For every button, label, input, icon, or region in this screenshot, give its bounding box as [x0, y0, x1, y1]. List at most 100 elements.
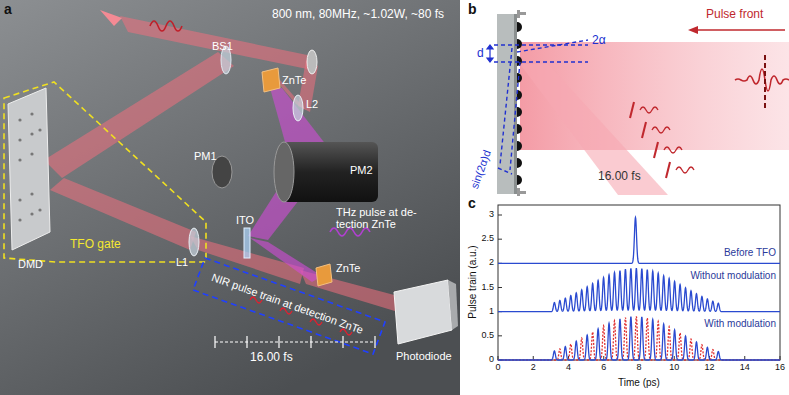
- geometry-lines: [517, 40, 588, 52]
- laser-beam: [44, 16, 398, 312]
- pulse-front-arrow: [688, 26, 785, 34]
- pulse-train-outline: [193, 258, 385, 354]
- parabolic-mirror: [274, 142, 294, 202]
- dimension-label: sin(2α)d: [468, 148, 493, 190]
- reflected-pulses: [664, 147, 682, 153]
- component-label: L1: [176, 256, 188, 268]
- component-label: BS1: [212, 40, 233, 52]
- dmd-device: [30, 132, 33, 135]
- spacing-ticks: [342, 336, 343, 348]
- tick-label: 10: [669, 363, 679, 373]
- micromirror: [517, 175, 522, 185]
- dmd-slab: [497, 10, 526, 196]
- micromirror: [517, 107, 522, 117]
- tick-label: 0: [489, 355, 494, 365]
- dmd-device: [18, 138, 21, 141]
- direction-label: Pulse front: [706, 8, 763, 21]
- pulse: [735, 69, 789, 91]
- photodiode: [394, 280, 452, 344]
- axis-ticks: [498, 215, 502, 216]
- tick-label: 0.5: [481, 331, 494, 341]
- beam: [520, 42, 789, 195]
- ito-plate: [244, 228, 250, 258]
- tick-label: 6: [601, 363, 606, 373]
- pulse-front-arrow: [688, 26, 698, 34]
- plot-curves: [498, 317, 780, 360]
- input-arrow: [100, 10, 122, 26]
- group-label: TFO gate: [70, 238, 121, 251]
- plot-curves: [498, 268, 780, 311]
- tick-label: 1: [489, 307, 494, 317]
- component-label: DMD: [18, 258, 43, 270]
- tick-label: 8: [636, 363, 641, 373]
- dmd-device: [38, 128, 41, 131]
- axis-ticks: [498, 215, 780, 360]
- lens: [293, 95, 303, 121]
- spacing-ticks: [215, 336, 375, 348]
- curve-label: With modulation: [704, 318, 776, 329]
- spacing-arrows: [215, 341, 375, 342]
- tick-label: 3: [489, 210, 494, 220]
- znte-crystal: [316, 264, 332, 286]
- parabolic-mirror: [282, 142, 378, 202]
- photodiode: [394, 280, 458, 344]
- micromirror: [517, 124, 522, 134]
- znte-crystal: [262, 68, 280, 92]
- tfo-gate-outline: [4, 82, 206, 262]
- dmd-device: [30, 212, 33, 215]
- micromirror: [517, 39, 522, 49]
- spacing-label: 16.00 fs: [598, 170, 641, 183]
- axis-ticks: [498, 287, 502, 288]
- panel-letter: c: [468, 196, 476, 211]
- reflected-pulses: [652, 127, 670, 133]
- reflected-pulses: [640, 107, 658, 113]
- component-label: Photodiode: [396, 350, 452, 362]
- pulse-front-arrow: [694, 29, 785, 30]
- dmd-device: [30, 112, 33, 115]
- dmd-slab: [520, 191, 526, 194]
- axis-title: Pulse train (a.u.): [467, 245, 478, 318]
- mirror: [307, 50, 317, 74]
- reflected-pulses: [676, 167, 694, 173]
- pulse: [764, 55, 766, 110]
- dmd-slab: [520, 12, 526, 15]
- dmd-device: [18, 158, 21, 161]
- reflected-pulses: [642, 122, 646, 138]
- component-label: ZnTe: [282, 74, 306, 86]
- geometry-lines: [494, 40, 588, 174]
- beam-label: THz pulse at de- tection ZnTe: [336, 206, 436, 230]
- dmd-device: [18, 218, 21, 221]
- spacing-label: 16.00 fs: [250, 351, 293, 364]
- dmd-device: [18, 112, 41, 221]
- beam: [520, 64, 668, 195]
- reflected-pulses: [654, 142, 658, 158]
- mirror: [307, 50, 317, 74]
- micromirror: [517, 22, 522, 185]
- tick-label: 12: [704, 363, 714, 373]
- input-arrow: [150, 21, 182, 31]
- spacing-ticks: [374, 336, 375, 348]
- tick-label: 1.5: [481, 283, 494, 293]
- angle-label: 2α: [592, 34, 606, 47]
- geometry-lines: [510, 62, 520, 170]
- laser-beam: [44, 52, 234, 178]
- dmd-slab: [517, 10, 520, 18]
- dmd-slab: [497, 14, 517, 194]
- plot-curves: [498, 317, 780, 360]
- panel-background: [0, 0, 460, 395]
- tick-label: 2.5: [481, 234, 494, 244]
- dmd-device: [18, 198, 21, 201]
- spacing-ticks: [246, 336, 247, 348]
- dimension-label: d: [477, 47, 484, 60]
- lens: [189, 228, 199, 256]
- plot-frame: [498, 205, 780, 360]
- tick-label: 2: [531, 363, 536, 373]
- geometry-lines: [494, 61, 588, 62]
- micromirror: [517, 73, 522, 83]
- pulse-train-outline: [193, 258, 385, 354]
- laser-spec: 800 nm, 80MHz, ~1.02W, ~80 fs: [272, 8, 444, 21]
- micromirror: [517, 158, 522, 168]
- geometry-lines: [498, 168, 512, 174]
- spacing-ticks: [310, 336, 311, 348]
